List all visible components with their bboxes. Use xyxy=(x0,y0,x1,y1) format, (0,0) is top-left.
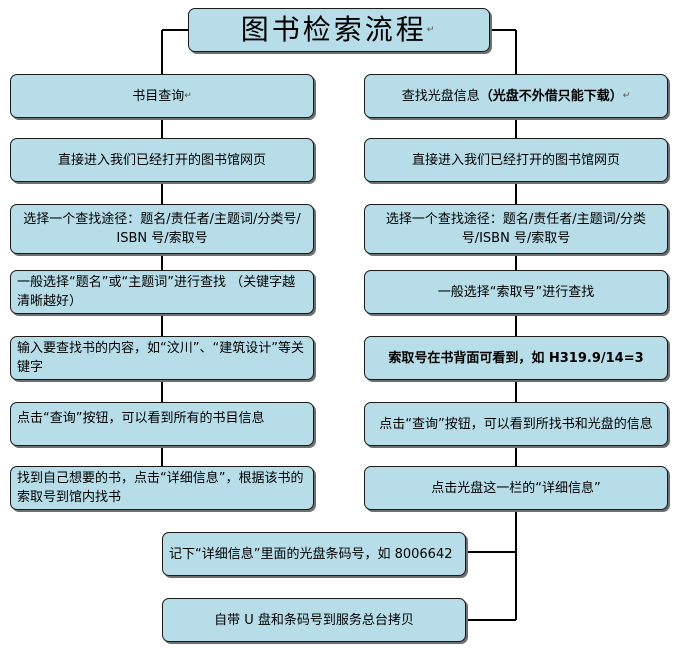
right-head-prefix: 查找光盘信息 xyxy=(401,88,480,104)
left-step-5: 点击“查询”按钮，可以看到所有的书目信息 xyxy=(17,411,265,426)
left-step-1-box: 直接进入我们已经打开的图书馆网页 xyxy=(10,138,314,182)
left-step-4: 输入要查找书的内容，如“汶川”、“建筑设计”等关键字 xyxy=(17,341,304,375)
left-step-3: 一般选择“题名”或“主题词”进行查找 （关键字越清晰越好） xyxy=(17,275,296,309)
right-head-box: 查找光盘信息（光盘不外借只能下载） ↵ xyxy=(364,74,668,118)
right-step-1: 直接进入我们已经打开的图书馆网页 xyxy=(411,152,620,168)
right-step-1-box: 直接进入我们已经打开的图书馆网页 xyxy=(364,138,668,182)
left-step-1: 直接进入我们已经打开的图书馆网页 xyxy=(57,152,266,168)
left-step-3-box: 一般选择“题名”或“主题词”进行查找 （关键字越清晰越好） xyxy=(10,270,314,314)
bottom-step-2: 自带 U 盘和条码号到服务总台拷贝 xyxy=(214,612,414,628)
right-step-5-box: 点击“查询”按钮，可以看到所找书和光盘的信息 xyxy=(364,402,668,446)
left-head: 书目查询 xyxy=(132,88,185,104)
left-step-6-box: 找到自己想要的书，点击“详细信息”，根据该书的索取号到馆内找书 xyxy=(10,466,314,510)
paragraph-mark-icon: ↵ xyxy=(426,25,438,35)
right-step-2: 选择一个查找途径：题名/责任者/主题词/分类号/ISBN 号/索取号 xyxy=(385,212,647,246)
left-step-5-box: 点击“查询”按钮，可以看到所有的书目信息 xyxy=(10,402,314,446)
right-step-3-box: 一般选择“索取号”进行查找 xyxy=(364,270,668,314)
bottom-step-2-box: 自带 U 盘和条码号到服务总台拷贝 xyxy=(162,598,466,642)
bottom-step-1: 记下“详细信息”里面的光盘条码号，如 8006642 xyxy=(169,546,453,562)
bottom-step-1-box: 记下“详细信息”里面的光盘条码号，如 8006642 xyxy=(162,532,466,576)
right-step-4: 索取号在书背面可看到，如 H319.9/14=3 xyxy=(388,350,644,366)
left-head-box: 书目查询 ↵ xyxy=(10,74,314,118)
left-step-4-box: 输入要查找书的内容，如“汶川”、“建筑设计”等关键字 xyxy=(10,336,314,380)
paragraph-mark-icon: ↵ xyxy=(184,90,192,101)
right-step-2-box: 选择一个查找途径：题名/责任者/主题词/分类号/ISBN 号/索取号 xyxy=(364,204,668,254)
right-step-3: 一般选择“索取号”进行查找 xyxy=(437,284,595,300)
left-step-2: 选择一个查找途径：题名/责任者/主题词/分类号/ ISBN 号/索取号 xyxy=(23,212,301,246)
right-step-6-box: 点击光盘这一栏的“详细信息” xyxy=(364,466,668,510)
flow-title: 图书检索流程 xyxy=(240,13,427,46)
right-step-4-box: 索取号在书背面可看到，如 H319.9/14=3 xyxy=(364,336,668,380)
right-head-bold: （光盘不外借只能下载） xyxy=(479,88,623,104)
right-step-5: 点击“查询”按钮，可以看到所找书和光盘的信息 xyxy=(379,416,653,432)
left-step-2-box: 选择一个查找途径：题名/责任者/主题词/分类号/ ISBN 号/索取号 xyxy=(10,204,314,254)
paragraph-mark-icon: ↵ xyxy=(622,90,631,101)
flow-title-box: 图书检索流程 ↵ xyxy=(188,8,490,52)
right-step-6: 点击光盘这一栏的“详细信息” xyxy=(431,480,601,496)
left-step-6: 找到自己想要的书，点击“详细信息”，根据该书的索取号到馆内找书 xyxy=(17,471,304,505)
